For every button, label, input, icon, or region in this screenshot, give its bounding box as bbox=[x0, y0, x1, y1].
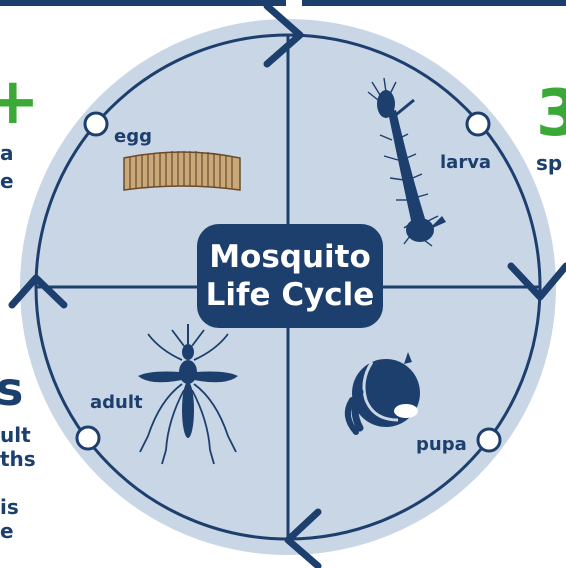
left-text-is: is bbox=[0, 496, 19, 519]
right-text-sp: sp bbox=[536, 152, 562, 175]
egg-raft-icon bbox=[124, 151, 240, 190]
left-text-e2: e bbox=[0, 520, 14, 543]
pupa-marker bbox=[478, 429, 500, 451]
diagram-title: Mosquito Life Cycle bbox=[197, 224, 383, 328]
adult-label: adult bbox=[90, 392, 143, 413]
left-text-ult: ult bbox=[0, 424, 31, 447]
adult-marker bbox=[77, 427, 99, 449]
egg-marker bbox=[85, 113, 107, 135]
left-text-ths: ths bbox=[0, 448, 36, 471]
larva-label: larva bbox=[440, 152, 491, 173]
left-big-s: s bbox=[0, 366, 23, 412]
pupa-label: pupa bbox=[416, 434, 467, 455]
left-plus-sign: + bbox=[0, 70, 40, 134]
right-big-number: 3 bbox=[536, 82, 566, 146]
larva-marker bbox=[467, 113, 489, 135]
title-line-2: Life Cycle bbox=[206, 276, 375, 314]
title-line-1: Mosquito bbox=[209, 238, 371, 276]
top-bar-right bbox=[302, 0, 566, 6]
egg-label: egg bbox=[114, 126, 152, 147]
top-bar-left bbox=[0, 0, 286, 6]
left-text-e: e bbox=[0, 170, 14, 193]
left-text-a: a bbox=[0, 142, 14, 165]
